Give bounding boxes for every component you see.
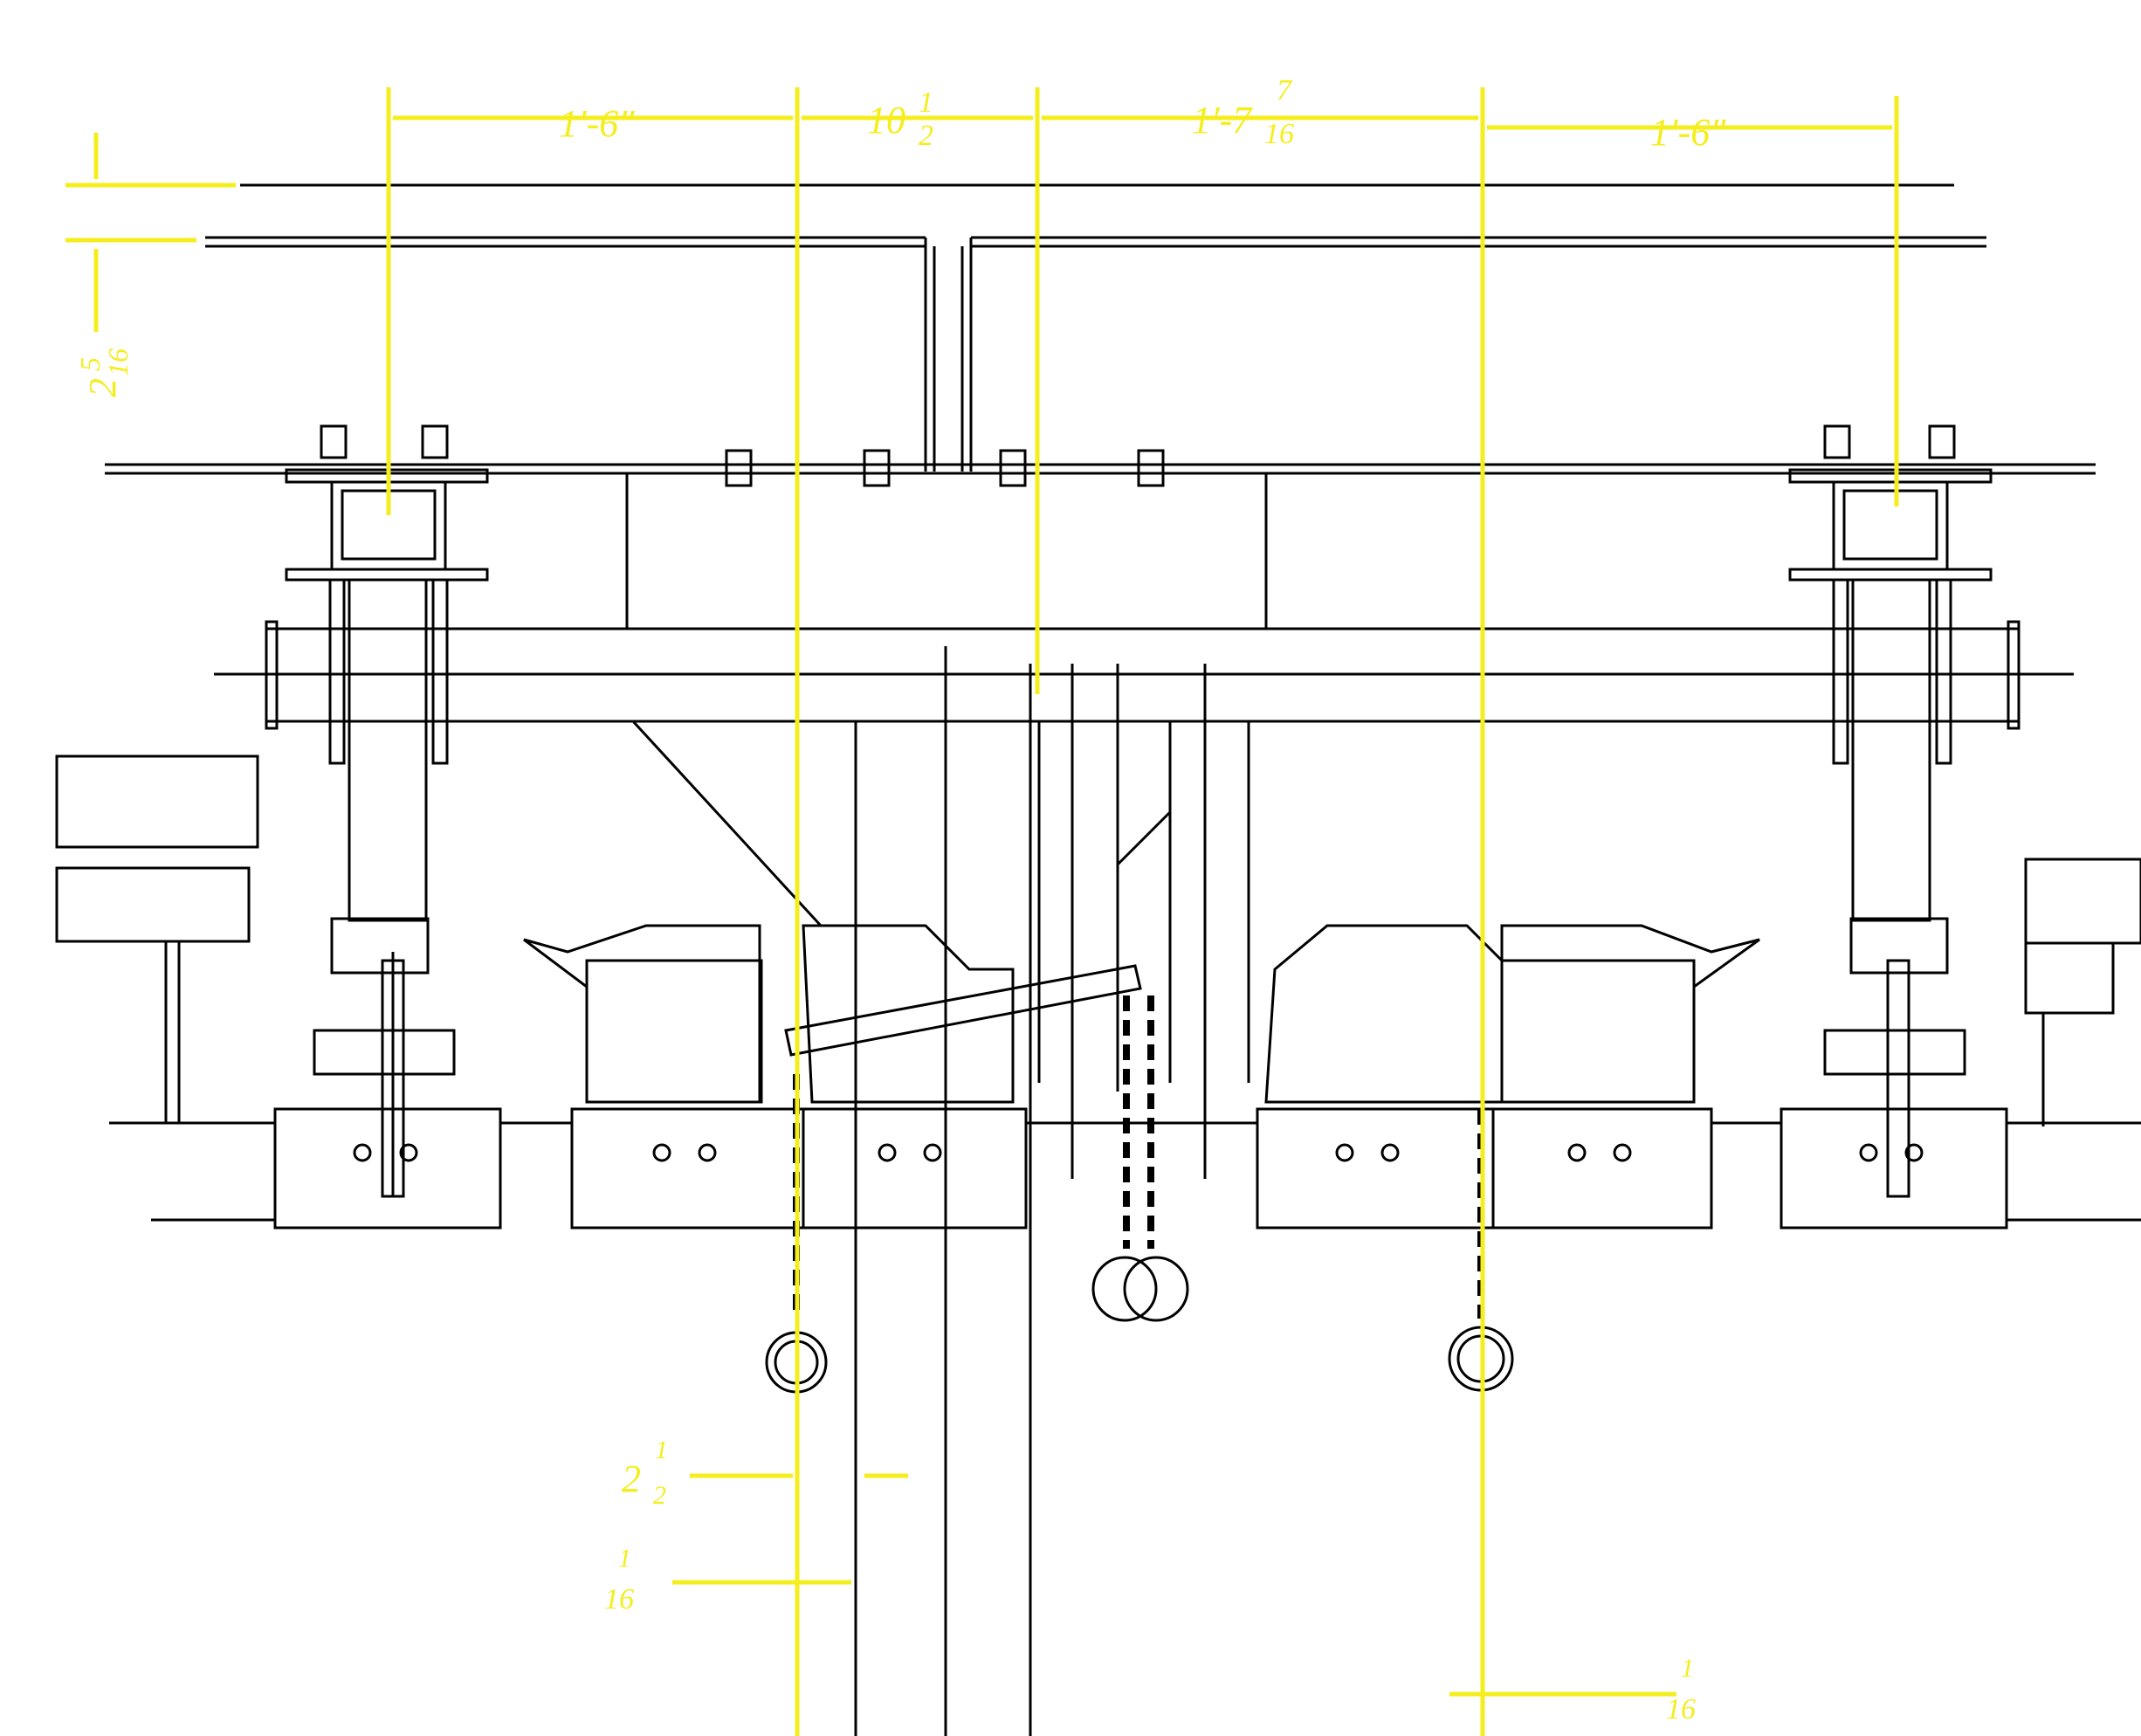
dim-top-4: 1′-6″ [1650,111,1726,154]
dim-top-3-den: 16 [1264,118,1294,150]
left-frame-stub [55,754,259,1123]
chain-center [1091,995,1189,1322]
dim-top-1: 1′-6″ [559,102,635,145]
overhead-beam [105,183,2096,475]
clamp-bolt-icon [1137,449,1165,487]
dim-bottom-b-den: 16 [604,1583,634,1615]
dim-bottom-a-num: 1 [655,1436,668,1464]
dim-top-2-num: 1 [919,86,933,119]
clamp-bolt-icon [999,449,1027,487]
horizontal-pipe [214,620,2074,730]
nut-icon [1823,424,1851,459]
dimension-lines [65,87,1899,1736]
nut-icon [320,424,348,459]
dim-left-whole: 2 [81,378,124,397]
dim-bottom-c-num: 1 [1681,1654,1694,1683]
dim-left-den: 16 [102,348,134,376]
lifting-ring-icon [1091,1256,1158,1322]
dim-bottom-c-den: 16 [1666,1693,1696,1726]
structure-linework [55,183,2141,1736]
hoist-right [1264,924,1760,1104]
dim-bottom-a-den: 2 [653,1481,666,1510]
dim-top-3-num: 7 [1277,74,1293,107]
dim-bottom-a-whole: 2 [622,1457,641,1500]
nut-icon [1928,424,1956,459]
right-column-assembly [1788,424,1993,1198]
dimension-labels: 1′-6″ 10 1 2 1′-7 7 16 1′-6″ 2 5 16 2 1 … [74,74,1726,1726]
base-bolt-holes [353,1143,1924,1162]
vertical-cables [631,646,1250,1736]
dim-top-2-whole: 10 [867,99,905,141]
dim-bottom-b-num: 1 [618,1544,631,1573]
lifting-ring-icon [1123,1256,1189,1322]
clamp-bolt-icon [863,449,891,487]
right-frame-stub [2024,858,2141,1126]
dim-top-2-den: 2 [919,120,933,152]
beam-clamps [725,449,1165,487]
hoist-left [523,924,1142,1104]
left-column-assembly [285,424,489,1198]
nut-icon [421,424,449,459]
center-housing [625,472,1268,630]
base-blocks [109,1107,2141,1230]
dim-left-num: 5 [74,357,106,371]
clamp-bolt-icon [725,449,753,487]
dim-top-3-whole: 1′-7 [1192,99,1253,141]
